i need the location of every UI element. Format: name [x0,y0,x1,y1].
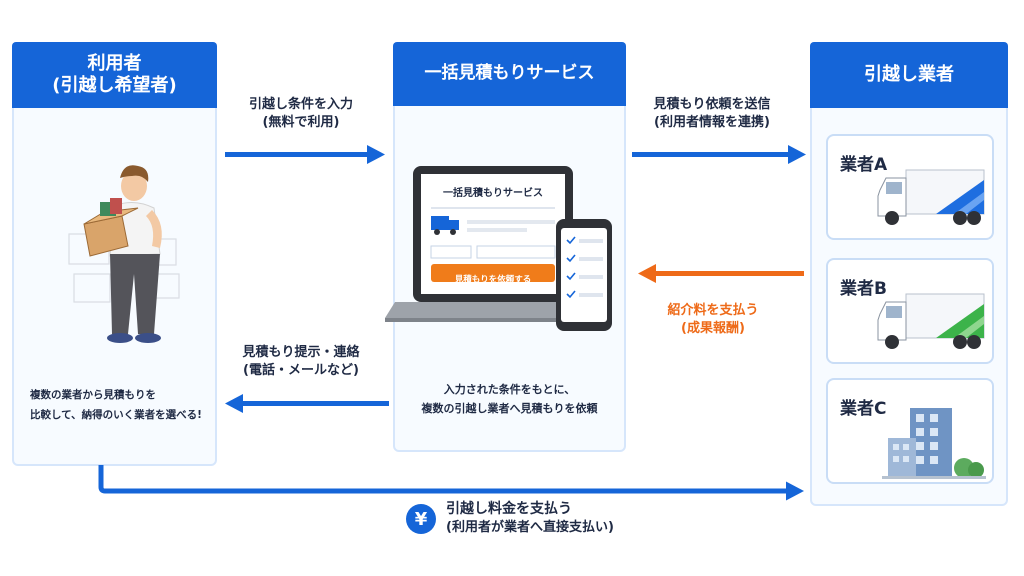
vendor-card-a: 業者A [826,134,994,240]
label-fee-line2: (成果報酬) [681,320,745,336]
user-title-line1: 利用者 [87,52,142,74]
vendor-name-b: 業者B [840,279,887,299]
vendor-name-a: 業者A [840,155,888,175]
vendor-card-c: 業者C [826,378,994,484]
vendor-card-b: 業者B [826,258,994,364]
label-pay-line1: 引越し料金を支払う [446,501,572,517]
service-caption-line2: 複数の引越し業者へ見積もりを依頼 [421,402,598,416]
laptop-screen-title: 一括見積もりサービス [443,188,543,199]
service-caption: 入力された条件をもとに、 複数の引越し業者へ見積もりを依頼 [395,380,624,419]
arrow-send-request [632,145,806,164]
person-carrying-box-illustration [68,165,180,343]
yen-icon: ¥ [406,504,436,534]
service-column: 一括見積もりサービス 一括見積もりサービス 見積もりを依頼する [385,42,626,452]
smartphone-illustration [556,219,612,331]
user-caption: 複数の業者から見積もりを 比較して、納得のいく業者を選べる! [30,386,202,426]
vendor-name-c: 業者C [840,399,887,419]
label-input-line2: (無料で利用) [262,114,340,130]
arrow-pay-moving-fee [98,465,804,501]
label-input-line1: 引越し条件を入力 [248,97,353,112]
label-quote-line2: (電話・メールなど) [243,362,359,378]
laptop-illustration [385,166,605,322]
label-fee-line1: 紹介料を支払う [667,303,759,318]
arrow-quote-contact [225,394,389,413]
user-caption-line2: 比較して、納得のいく業者を選べる! [30,408,202,421]
user-title-line2: (引越し希望者) [52,75,177,96]
label-quote-line1: 見積もり提示・連絡 [242,345,360,360]
label-send-line1: 見積もり依頼を送信 [653,97,771,112]
label-pay-line2: (利用者が業者へ直接支払い) [446,519,614,535]
user-column: 利用者 (引越し希望者) 複数の業者から見積もりを 比較して、納得のいく業者を選… [12,42,217,466]
vendor-column-header: 引越し業者 [810,42,1008,108]
user-column-header: 利用者 (引越し希望者) [12,42,217,108]
truck-icon [877,169,985,225]
service-column-header: 一括見積もりサービス [393,42,626,106]
vendor-column: 引越し業者 業者A 業者B 業者C [810,42,1008,506]
arrow-input-conditions [225,145,385,164]
label-quote-contact: 見積もり提示・連絡 (電話・メールなど) [226,344,376,379]
truck-icon [877,293,985,349]
label-referral-fee: 紹介料を支払う (成果報酬) [648,302,778,337]
service-title: 一括見積もりサービス [424,63,595,84]
label-send-request: 見積もり依頼を送信 (利用者情報を連携) [632,96,792,131]
user-caption-line1: 複数の業者から見積もりを [30,389,156,401]
arrow-referral-fee [638,264,804,283]
label-pay-moving-fee: 引越し料金を支払う (利用者が業者へ直接支払い) [446,500,614,536]
label-input-conditions: 引越し条件を入力 (無料で利用) [226,96,376,131]
vendor-title: 引越し業者 [864,63,954,85]
office-building-icon [882,408,986,479]
label-send-line2: (利用者情報を連携) [654,114,770,130]
yen-symbol: ¥ [414,508,428,530]
laptop-request-button-label: 見積もりを依頼する [454,275,532,285]
service-caption-line1: 入力された条件をもとに、 [443,383,576,396]
